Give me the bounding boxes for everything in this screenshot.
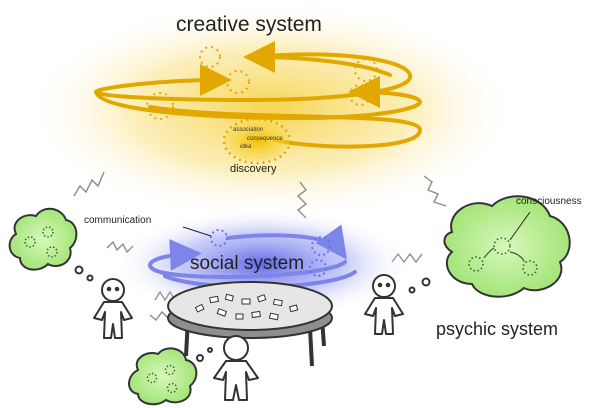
social-events — [210, 229, 331, 277]
person-icon — [93, 278, 133, 339]
psychic-system-title: psychic system — [436, 319, 559, 339]
consequence-label: consequence — [247, 136, 283, 142]
association-label: association — [233, 127, 264, 133]
thought-cloud-icon — [128, 347, 213, 406]
social-system-title: social system — [190, 253, 305, 274]
creative-spiral — [93, 41, 423, 149]
communication-pointer — [182, 226, 212, 237]
creative-system-glow — [22, 0, 522, 220]
person-icon — [364, 274, 404, 335]
consciousness-pointer — [509, 211, 531, 241]
discovery-label: discovery — [230, 163, 277, 175]
thought-cloud-icon — [408, 195, 571, 298]
creative-events — [146, 46, 378, 120]
thought-cloud-icon — [8, 207, 94, 282]
discovery-node — [222, 117, 292, 165]
person-icon — [213, 335, 259, 401]
round-table-icon — [167, 281, 333, 372]
consciousness-label: consciousness — [516, 196, 582, 207]
communication-label: communication — [84, 215, 152, 226]
creative-system-title: creative system — [176, 13, 322, 36]
idea-label: idea — [240, 144, 252, 150]
